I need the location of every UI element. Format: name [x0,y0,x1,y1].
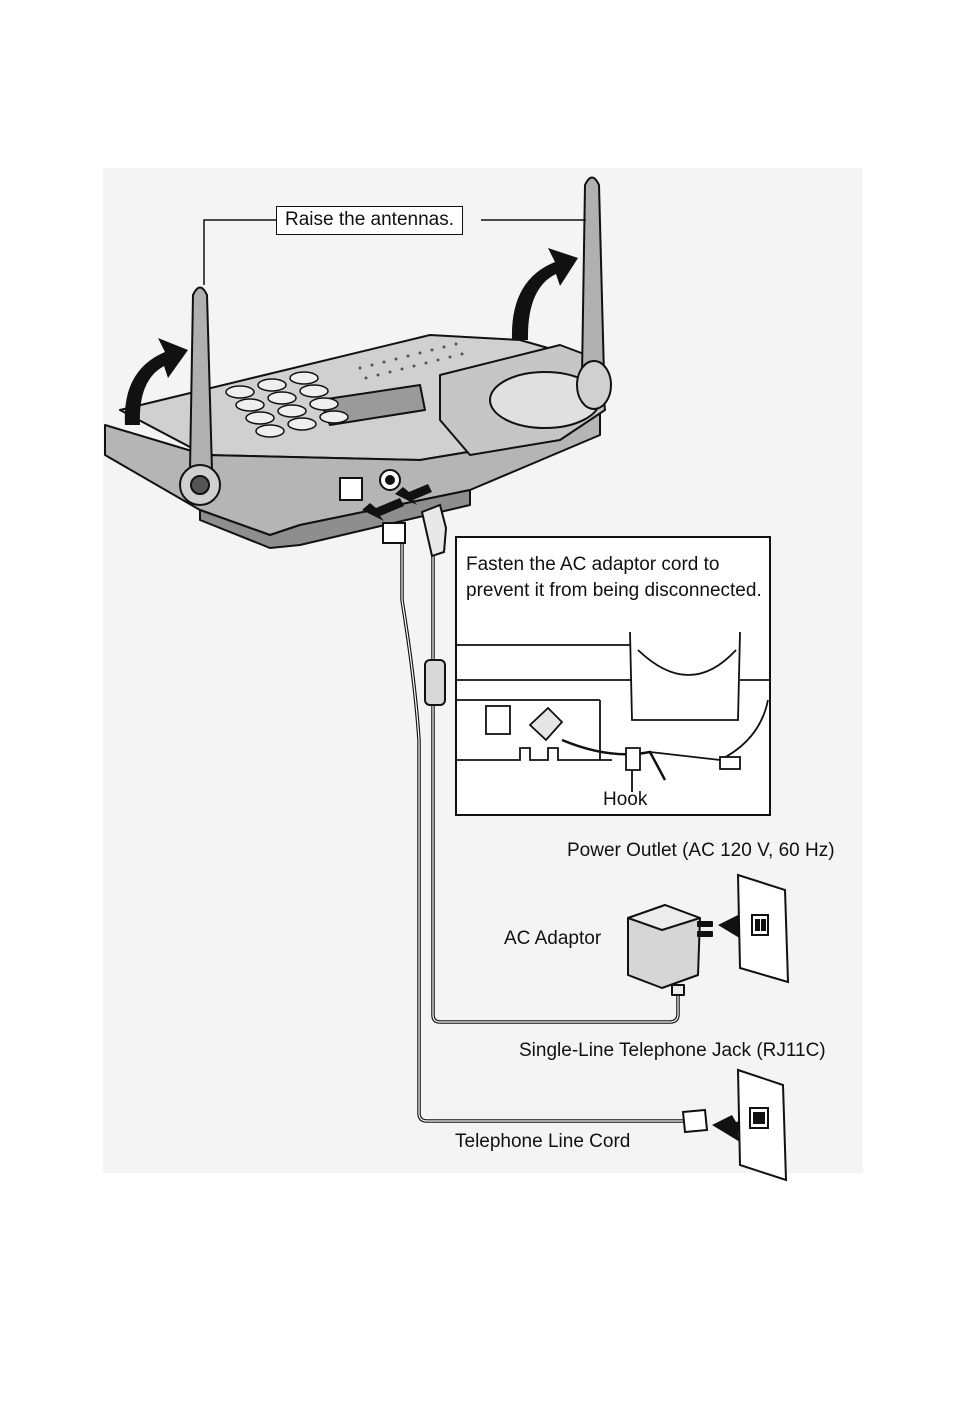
modular-plug-wall [683,1110,707,1132]
modular-plug-base [383,523,405,543]
ac-adaptor-label: AC Adaptor [504,928,601,951]
ferrite-core [425,660,445,705]
hook-label: Hook [603,789,647,812]
fasten-adaptor-note: Fasten the AC adaptor cord to prevent it… [466,552,766,604]
power-outlet [738,875,788,982]
power-outlet-label: Power Outlet (AC 120 V, 60 Hz) [567,840,835,863]
telephone-jack [738,1070,786,1180]
raise-antennas-label: Raise the antennas. [276,206,463,235]
telephone-line-cord-label: Telephone Line Cord [455,1131,630,1154]
telephone-jack-label: Single-Line Telephone Jack (RJ11C) [519,1040,826,1063]
